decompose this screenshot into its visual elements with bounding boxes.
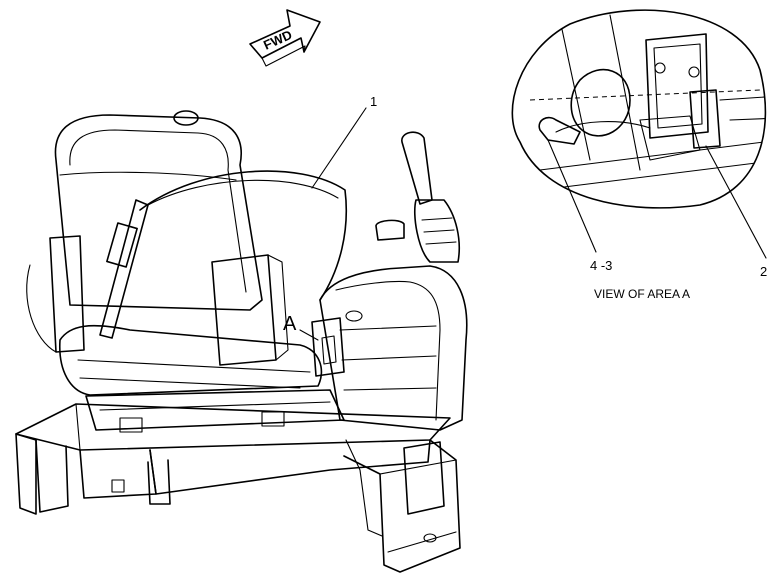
callout-4-3-label: 4 -3 bbox=[590, 258, 612, 273]
right-console bbox=[311, 131, 468, 431]
callout-seat: 1 bbox=[311, 94, 377, 189]
fwd-arrow: FWD bbox=[249, 9, 321, 67]
detail-caption: VIEW OF AREA A bbox=[594, 287, 690, 301]
base-frame bbox=[15, 403, 461, 573]
area-a-marker: A bbox=[283, 313, 319, 341]
callout-1-label: 1 bbox=[370, 94, 377, 109]
callout-2-label: 2 bbox=[760, 264, 767, 279]
seat-assembly bbox=[26, 110, 348, 433]
area-a-label: A bbox=[283, 313, 297, 335]
detail-view: 4 -3 2 VIEW OF AREA A bbox=[511, 9, 767, 301]
